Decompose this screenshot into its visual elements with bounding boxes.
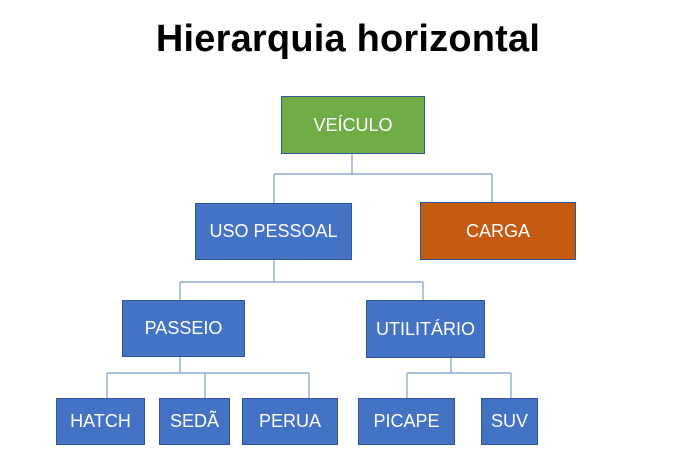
page-title: Hierarquia horizontal [155, 18, 541, 60]
node-uso-pessoal: USO PESSOAL [195, 203, 352, 260]
node-carga: CARGA [420, 202, 576, 260]
node-suv: SUV [481, 398, 538, 445]
node-perua: PERUA [242, 398, 338, 445]
node-seda: SEDÃ [159, 398, 230, 445]
node-picape: PICAPE [358, 398, 455, 445]
node-passeio: PASSEIO [122, 300, 245, 357]
node-hatch: HATCH [56, 398, 145, 445]
node-utilitario: UTILITÁRIO [366, 300, 485, 358]
node-veiculo: VEÍCULO [281, 96, 425, 154]
